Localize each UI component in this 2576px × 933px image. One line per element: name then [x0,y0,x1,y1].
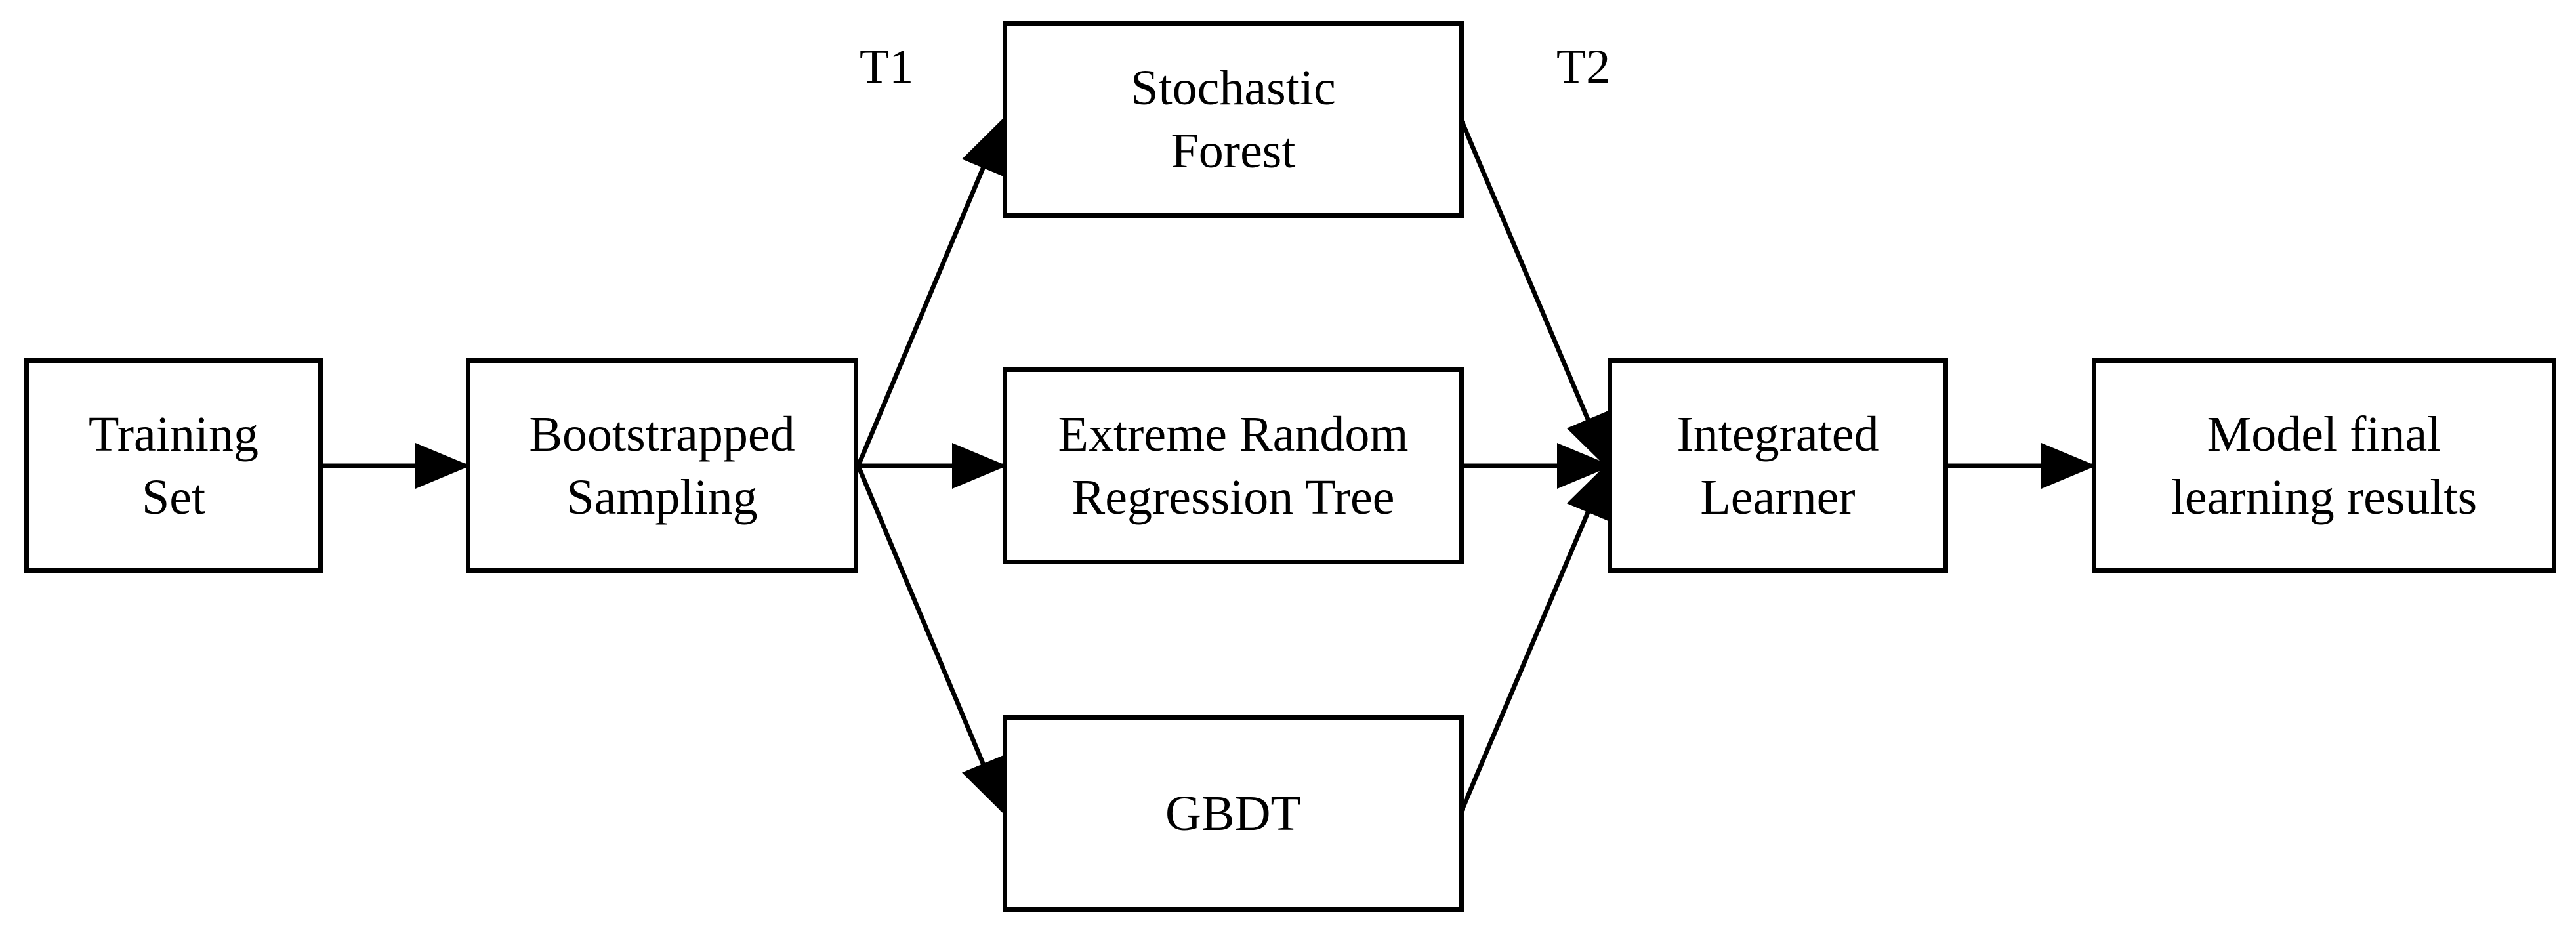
node-extreme-random-regression-tree: Extreme Random Regression Tree [1003,367,1464,564]
node-stochastic-forest: Stochastic Forest [1003,21,1464,218]
label-t1: T1 [860,40,914,94]
node-stochastic-forest-line2: Forest [1171,123,1296,178]
node-gbdt: GBDT [1003,715,1464,912]
arrow-sampling-to-stochastic [856,117,1005,467]
node-training-set-line1: Training [88,406,259,462]
node-integrated-learner-line1: Integrated [1676,406,1879,462]
node-extreme-random-line1: Extreme Random [1058,407,1409,462]
node-integrated-learner: Integrated Learner [1608,358,1948,573]
label-t2: T2 [1556,40,1611,94]
node-model-final-line1: Model final [2207,406,2441,462]
node-gbdt-line1: GBDT [1165,786,1301,841]
node-extreme-random-line2: Regression Tree [1071,470,1395,525]
arrow-stochastic-to-integrated [1459,120,1610,470]
node-bootstrapped-sampling-line2: Sampling [566,469,758,525]
node-model-final-results: Model final learning results [2092,358,2556,573]
node-integrated-learner-line2: Learner [1700,469,1856,525]
node-training-set-line2: Set [141,469,206,525]
node-training-set: Training Set [24,358,323,573]
node-stochastic-forest-line1: Stochastic [1131,60,1336,115]
arrow-sampling-to-gbdt [856,465,1005,815]
node-model-final-line2: learning results [2171,469,2478,525]
node-bootstrapped-sampling-line1: Bootstrapped [529,406,795,462]
arrow-gbdt-to-integrated [1459,461,1610,812]
node-bootstrapped-sampling: Bootstrapped Sampling [466,358,858,573]
